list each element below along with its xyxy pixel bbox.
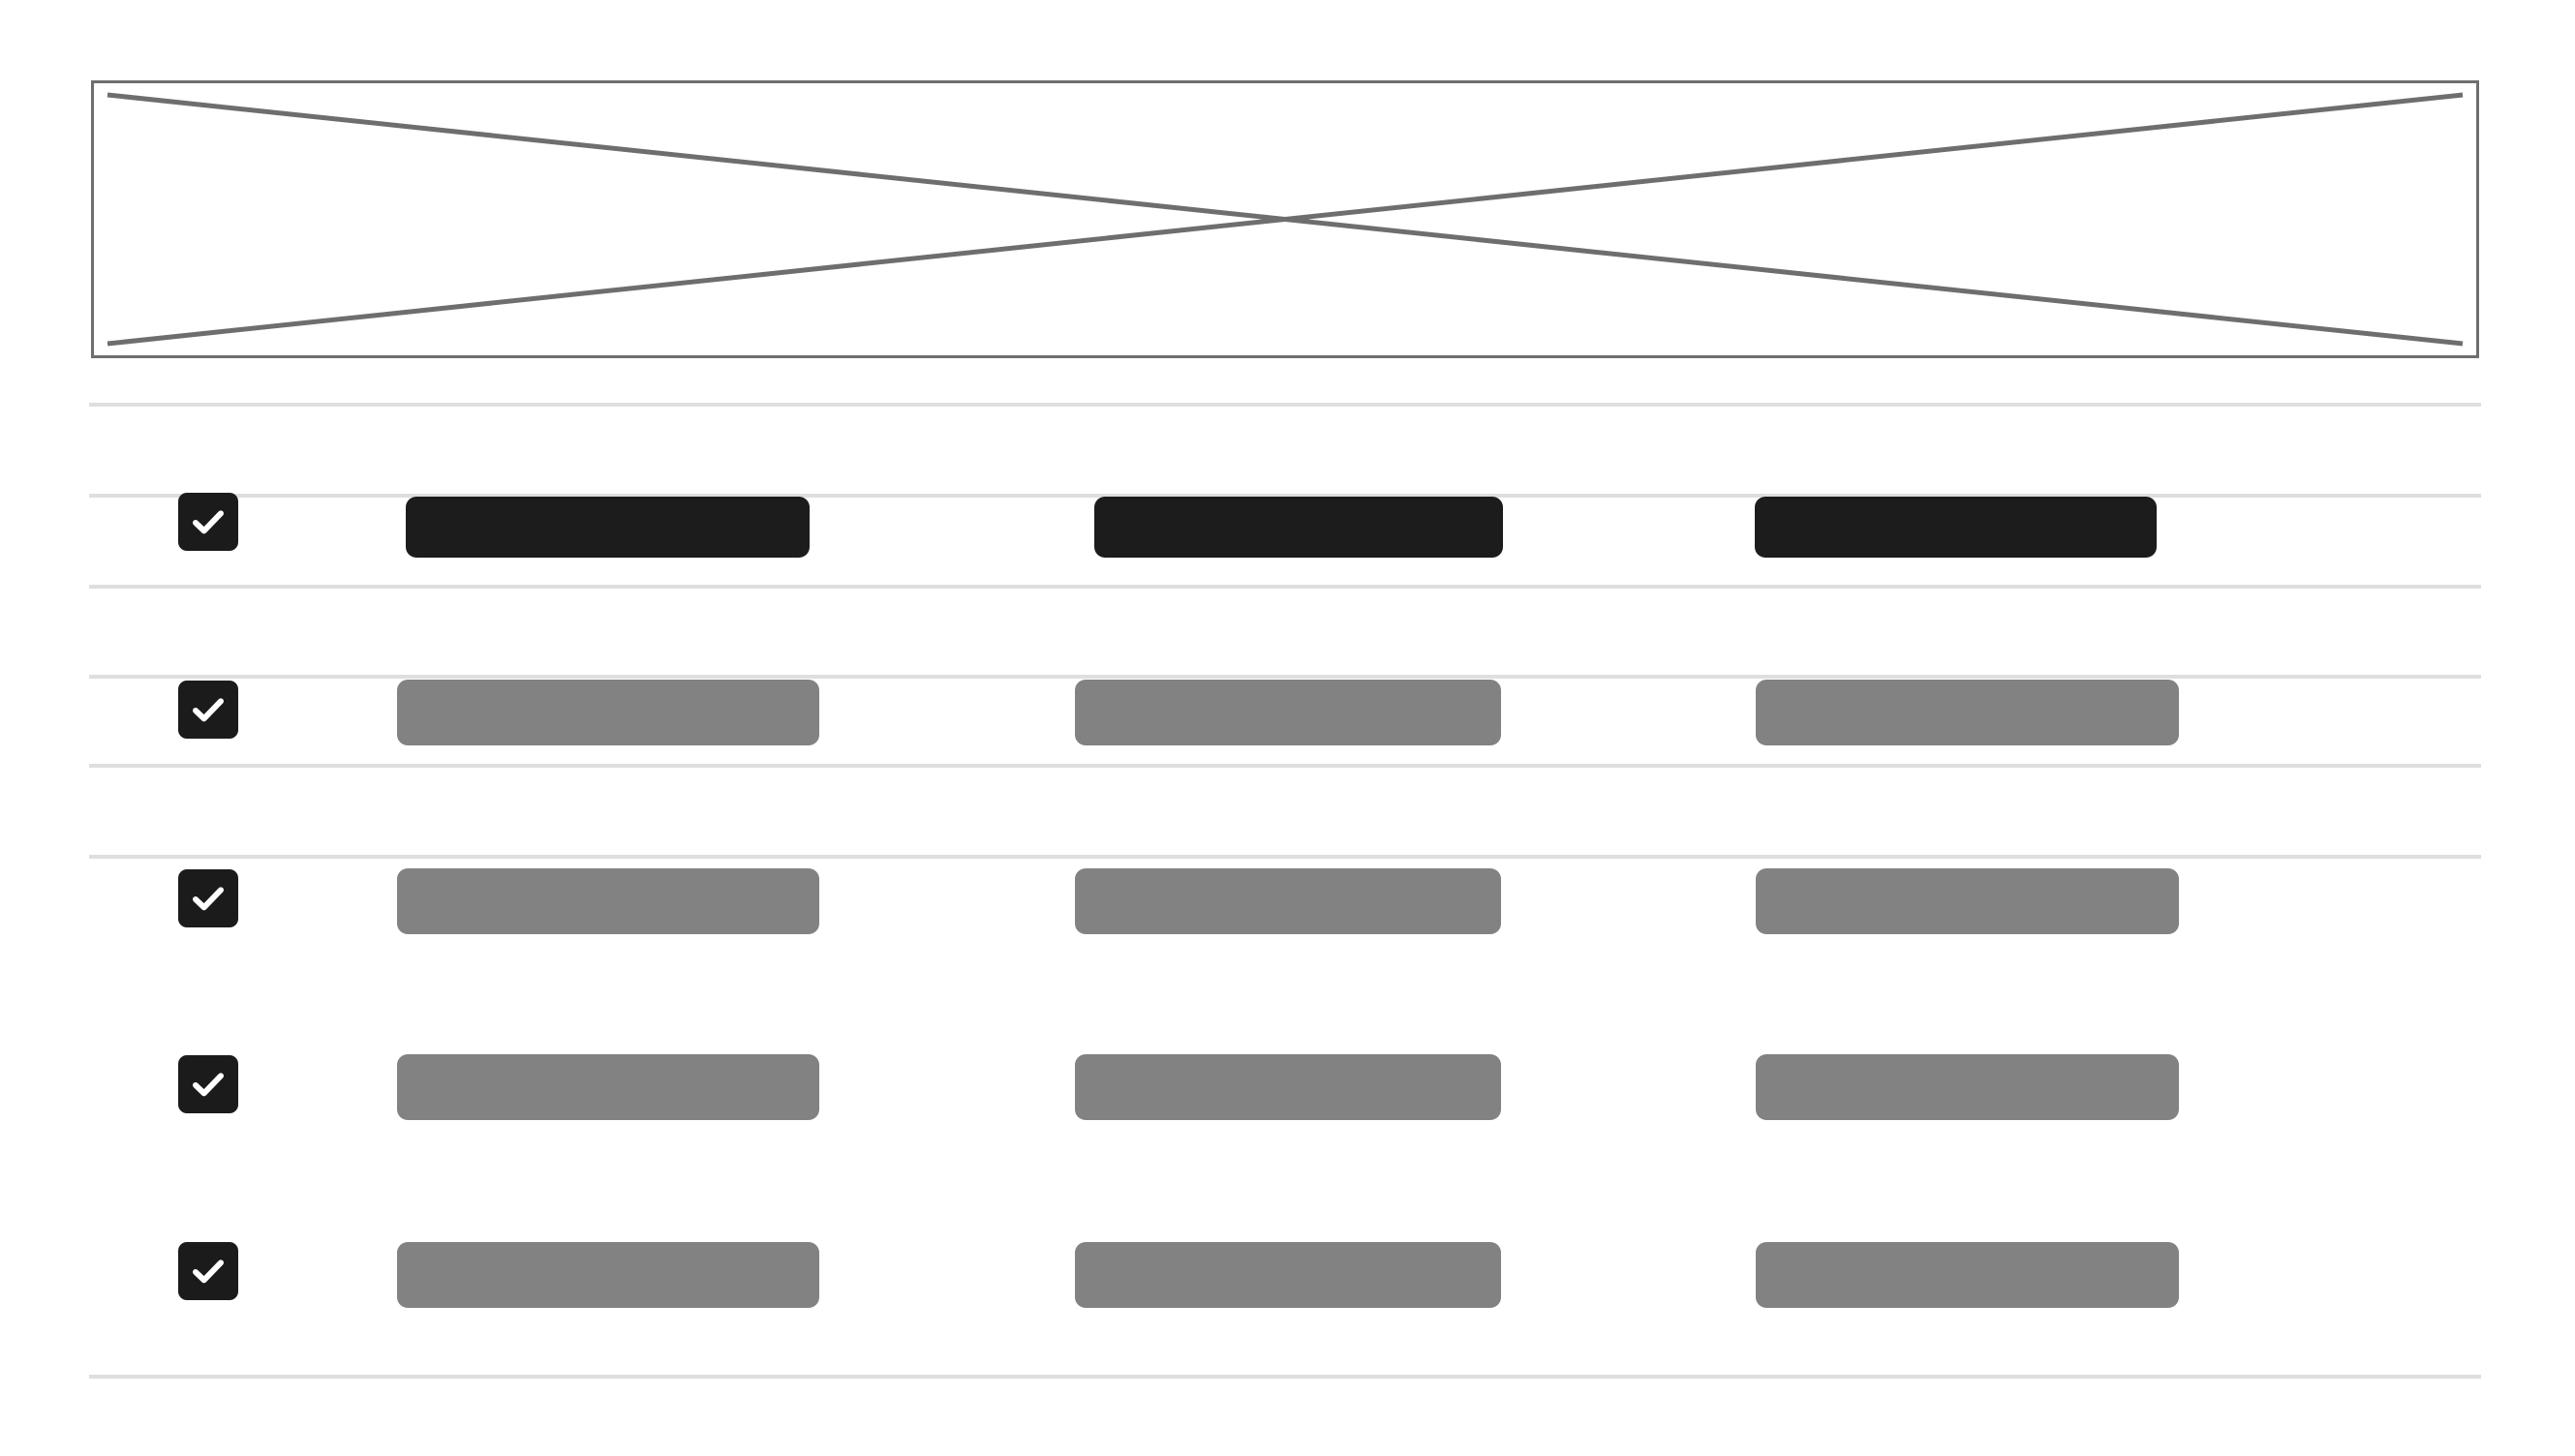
broken-image-placeholder: [91, 80, 2479, 358]
row-divider: [89, 855, 2481, 859]
row-checkbox[interactable]: [178, 493, 238, 551]
cell-redacted-bar: [406, 497, 810, 558]
cell-skeleton-bar: [397, 1054, 819, 1120]
placeholder-cross-icon: [107, 92, 2464, 347]
table-row[interactable]: [0, 493, 2575, 584]
row-checkbox[interactable]: [178, 681, 238, 739]
row-checkbox[interactable]: [178, 1242, 238, 1300]
table-row[interactable]: [0, 868, 2575, 960]
cell-redacted-bar: [1755, 497, 2157, 558]
check-icon: [193, 1073, 224, 1097]
cell-redacted-bar: [1094, 497, 1503, 558]
cell-skeleton-bar: [1756, 1054, 2179, 1120]
check-icon: [193, 887, 224, 911]
cell-skeleton-bar: [1756, 868, 2179, 934]
row-divider: [89, 764, 2481, 768]
row-divider: [89, 585, 2481, 589]
row-checkbox[interactable]: [178, 1055, 238, 1113]
cell-skeleton-bar: [397, 1242, 819, 1308]
cell-skeleton-bar: [397, 868, 819, 934]
row-checkbox[interactable]: [178, 869, 238, 927]
table-row[interactable]: [0, 680, 2575, 772]
cell-skeleton-bar: [1756, 680, 2179, 745]
cell-skeleton-bar: [1075, 680, 1501, 745]
row-divider: [89, 1375, 2481, 1379]
table-row[interactable]: [0, 1242, 2575, 1333]
check-icon: [193, 510, 224, 534]
row-divider: [89, 675, 2481, 679]
check-icon: [193, 1259, 224, 1284]
cell-skeleton-bar: [397, 680, 819, 745]
cell-skeleton-bar: [1756, 1242, 2179, 1308]
table-row[interactable]: [0, 1054, 2575, 1146]
check-icon: [193, 698, 224, 722]
row-divider: [89, 494, 2481, 498]
cell-skeleton-bar: [1075, 1242, 1501, 1308]
row-divider: [89, 403, 2481, 407]
cell-skeleton-bar: [1075, 868, 1501, 934]
cell-skeleton-bar: [1075, 1054, 1501, 1120]
